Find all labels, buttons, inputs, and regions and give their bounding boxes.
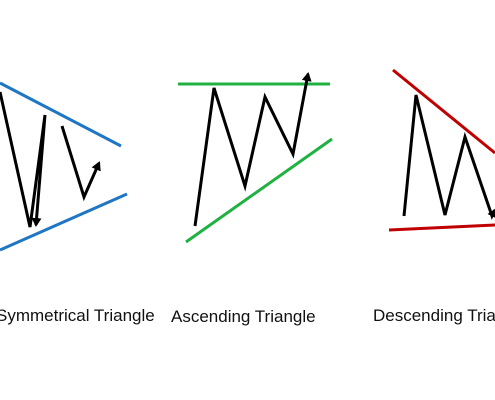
panel-symmetrical-triangle: Symmetrical Triangle	[0, 81, 155, 325]
symmetrical-price-arrow	[0, 91, 47, 228]
caption-symmetrical-triangle: Symmetrical Triangle	[0, 306, 155, 325]
ascending-support-trendline	[185, 137, 333, 244]
descending-price-arrow	[402, 94, 495, 220]
descending-support-line	[388, 223, 495, 232]
caption-ascending-triangle: Ascending Triangle	[171, 307, 316, 326]
symmetrical-lower-trendline	[0, 192, 128, 252]
panel-ascending-triangle: Ascending Triangle	[171, 72, 333, 326]
panel-descending-triangle: Descending Triangle	[373, 68, 495, 325]
ascending-price-arrow	[193, 72, 312, 227]
caption-descending-triangle: Descending Triangle	[373, 306, 495, 325]
descending-resistance-trendline	[392, 68, 495, 155]
symmetrical-upper-trendline	[0, 81, 122, 148]
symmetrical-price-arrow-2	[60, 125, 101, 202]
